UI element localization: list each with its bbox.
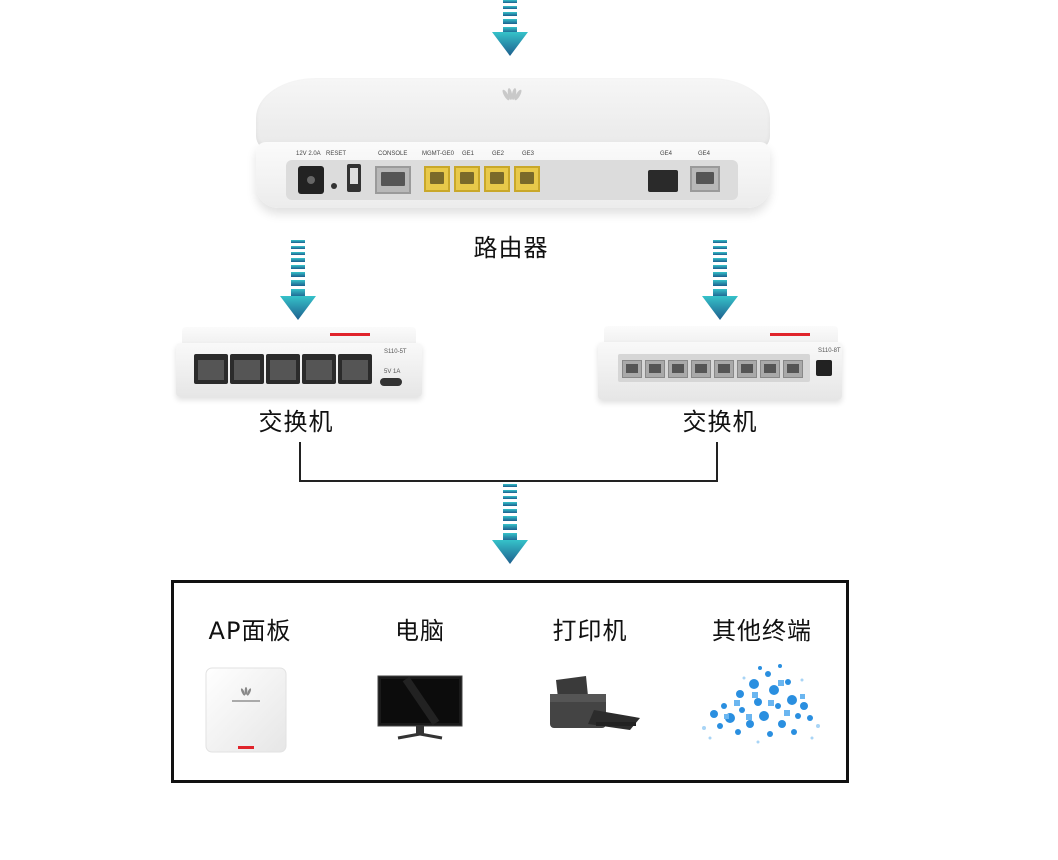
ethernet-port [230, 354, 264, 384]
ethernet-port [338, 354, 372, 384]
monitor-icon [377, 675, 463, 740]
wan-port [690, 166, 720, 192]
console-port [375, 166, 411, 194]
port-label-mgmt: MGMT-GE0 [422, 151, 455, 157]
port-label-power: 12V 2.0A [296, 151, 321, 157]
switch-label-right: 交换机 [682, 408, 758, 436]
device-label-other: 其他终端 [712, 617, 812, 645]
arrow-down-icon [492, 0, 528, 56]
port-label-ge4-sfp: GE4 [660, 151, 673, 157]
ethernet-port [760, 360, 780, 378]
port-label-ge4: GE4 [698, 151, 711, 157]
switch-interconnect-line [299, 442, 718, 482]
end-devices-box [171, 580, 849, 783]
ethernet-port [783, 360, 803, 378]
lan-port [454, 166, 480, 192]
dc-power-port [298, 166, 324, 194]
device-label-printer: 打印机 [552, 617, 628, 645]
sfp-port [648, 170, 678, 192]
ethernet-port [622, 360, 642, 378]
port-label-ge2: GE2 [492, 151, 505, 157]
printer-icon [550, 676, 640, 730]
switch-power-text: 5V 1A [384, 369, 401, 375]
switch-model-text: S110-5T [384, 349, 407, 355]
ethernet-port [691, 360, 711, 378]
arrow-down-icon [702, 240, 738, 320]
ethernet-port [194, 354, 228, 384]
router-label: 路由器 [473, 234, 549, 262]
reset-hole [331, 183, 337, 189]
dc-power-port [816, 360, 832, 376]
arrow-down-icon [280, 240, 316, 320]
port-label-reset: RESET [326, 151, 347, 157]
lan-port [514, 166, 540, 192]
device-label-computer: 电脑 [395, 617, 445, 645]
port-label-console: CONSOLE [378, 151, 408, 157]
lan-port [484, 166, 510, 192]
cloud-devices-icon [702, 664, 820, 744]
ethernet-port [645, 360, 665, 378]
usb-port [347, 164, 361, 192]
ethernet-port [302, 354, 336, 384]
ethernet-port [714, 360, 734, 378]
switch-label-left: 交换机 [258, 408, 334, 436]
usb-c-port [380, 378, 402, 386]
lan-port [424, 166, 450, 192]
port-label-ge1: GE1 [462, 151, 475, 157]
port-label-ge3: GE3 [522, 151, 535, 157]
switch-model-text: S110-8T [818, 348, 841, 354]
huawei-logo-icon [502, 88, 522, 101]
ap-panel-icon [205, 667, 287, 753]
arrow-down-icon [492, 484, 528, 564]
device-label-ap: AP面板 [208, 617, 292, 645]
ethernet-port [668, 360, 688, 378]
ethernet-port [266, 354, 300, 384]
ethernet-port [737, 360, 757, 378]
